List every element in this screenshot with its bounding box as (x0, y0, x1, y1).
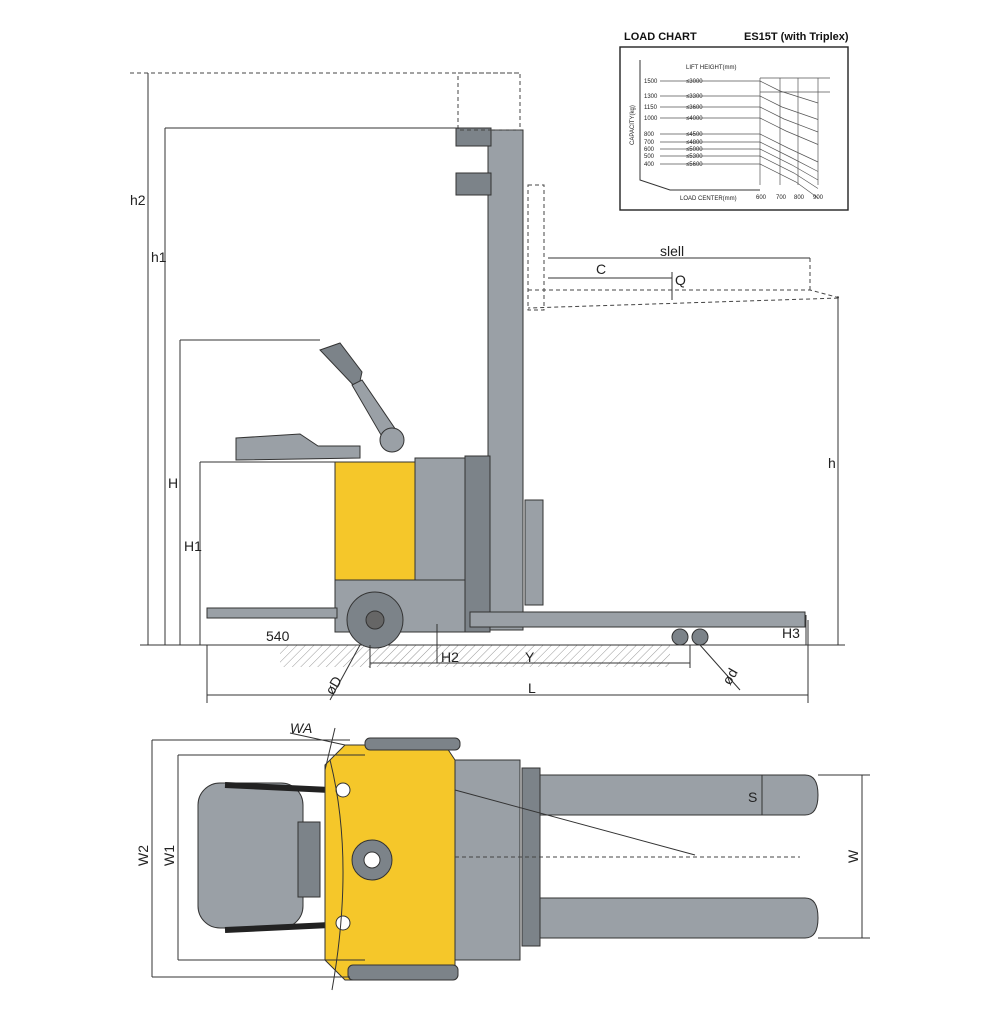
capacity-curve (660, 163, 819, 199)
dim-phid: ød (719, 665, 741, 687)
capacity-curve (660, 148, 819, 181)
load-chart-grid (759, 77, 830, 185)
carriage-outline (527, 184, 545, 311)
dim-L: L (528, 680, 536, 696)
lift-height-label: LIFT HEIGHT(mm) (686, 65, 737, 71)
capacity-tick: 1300 (644, 94, 658, 100)
load-center-tick: 600 (756, 195, 767, 201)
capacity-tick: 800 (644, 132, 655, 138)
dim-WA: WA (290, 720, 312, 736)
top-mast-frame (454, 759, 521, 961)
top-view: WA W2 W1 W S (135, 720, 870, 991)
load-center-ticks: 600 700 800 900 (756, 195, 824, 201)
top-dimension-lines (151, 727, 870, 978)
capacity-curve (660, 106, 819, 133)
top-cover-lower (347, 964, 459, 981)
load-chart-model: ES15T (with Triplex) (744, 31, 849, 43)
load-chart-frame (619, 46, 849, 211)
lift-height-label: ≤5000 (686, 147, 703, 153)
top-back-rest (197, 782, 304, 929)
operator-platform (206, 607, 338, 619)
capacity-tick: 1000 (644, 116, 658, 122)
lift-height-label: ≤4500 (686, 132, 703, 138)
mast-lower-column (524, 499, 544, 606)
top-fork-upper (539, 774, 819, 816)
top-caster-lower (335, 915, 351, 931)
capacity-tick: 400 (644, 162, 655, 168)
capacity-curve (660, 80, 819, 104)
raised-fork-outline (527, 289, 841, 309)
tiller-head (319, 342, 363, 392)
load-chart-rows: 1500 ≤3000 1300 ≤3300 1150 ≤3600 1000 ≤4000 800 ≤… (644, 79, 819, 199)
dim-phiD: øD (322, 673, 345, 697)
power-unit-cover (334, 461, 416, 581)
load-center-tick: 900 (813, 195, 824, 201)
load-center-tick: 700 (776, 195, 787, 201)
lift-height-label: ≤5300 (686, 154, 703, 160)
lift-height-label: ≤3600 (686, 105, 703, 111)
load-chart-axis (639, 60, 760, 191)
load-chart-title: LOAD CHART (624, 31, 697, 43)
mast-top-block (455, 127, 492, 147)
dim-H1: H1 (184, 538, 202, 554)
dim-h1: h1 (151, 249, 167, 265)
dim-W2: W2 (135, 845, 151, 866)
dim-540: 540 (266, 628, 290, 644)
capacity-curve (660, 117, 819, 145)
capacity-curve (660, 133, 819, 163)
tiller-pivot (379, 427, 405, 453)
dim-H: H (168, 475, 178, 491)
capacity-tick: 500 (644, 154, 655, 160)
load-center-tick: 800 (794, 195, 805, 201)
mast (487, 129, 524, 631)
top-drive-hub (363, 851, 381, 869)
capacity-curve (660, 95, 819, 120)
mast-extended-outline (457, 72, 521, 131)
mast-carriage-block (455, 172, 492, 196)
lift-height-label: ≤3300 (686, 94, 703, 100)
top-carriage (521, 767, 541, 947)
capacity-tick: 700 (644, 140, 655, 146)
drive-wheel-hub (365, 610, 385, 630)
ground-hatch (280, 645, 670, 667)
lift-height-label: ≤4000 (686, 116, 703, 122)
capacity-tick: 1150 (644, 105, 658, 111)
capacity-curve (660, 155, 819, 189)
dim-W: W (845, 849, 861, 863)
dim-Y: Y (525, 649, 535, 665)
lift-height-label: ≤3000 (686, 79, 703, 85)
lift-height-label: ≤4800 (686, 140, 703, 146)
top-grab-bar-upper (224, 782, 331, 793)
dimension-lines (147, 73, 839, 703)
dim-H3: H3 (782, 625, 800, 641)
back-rest (235, 433, 361, 461)
capacity-axis-label: CAPACITY(kg) (630, 105, 636, 145)
dim-sle: slell (660, 243, 684, 259)
top-platform-mount (297, 821, 321, 898)
dim-h: h (828, 455, 836, 471)
top-fork-lower (539, 897, 819, 939)
top-grab-bar-lower (224, 922, 331, 933)
turning-arc (329, 759, 344, 991)
dim-W1: W1 (161, 845, 177, 866)
dim-Q: Q (675, 272, 686, 288)
lowered-fork (469, 611, 806, 628)
side-view: h2 h1 H H1 h slell C Q H3 540 H2 Y L øD … (130, 72, 845, 703)
dim-h2: h2 (130, 192, 146, 208)
top-caster-upper (335, 782, 351, 798)
capacity-curve (660, 141, 819, 172)
top-cover-upper (364, 737, 461, 751)
dim-H2: H2 (441, 649, 459, 665)
lift-height-label: ≤5600 (686, 162, 703, 168)
load-wheel-front (671, 628, 689, 646)
load-wheel-rear (691, 628, 709, 646)
capacity-tick: 1500 (644, 79, 658, 85)
frame-plate (464, 455, 491, 633)
load-center-label: LOAD CENTER(mm) (680, 196, 737, 202)
dim-C: C (596, 261, 606, 277)
capacity-tick: 600 (644, 147, 655, 153)
load-chart: LOAD CHART ES15T (with Triplex) LIFT HEI… (619, 31, 849, 211)
dim-S: S (748, 789, 757, 805)
